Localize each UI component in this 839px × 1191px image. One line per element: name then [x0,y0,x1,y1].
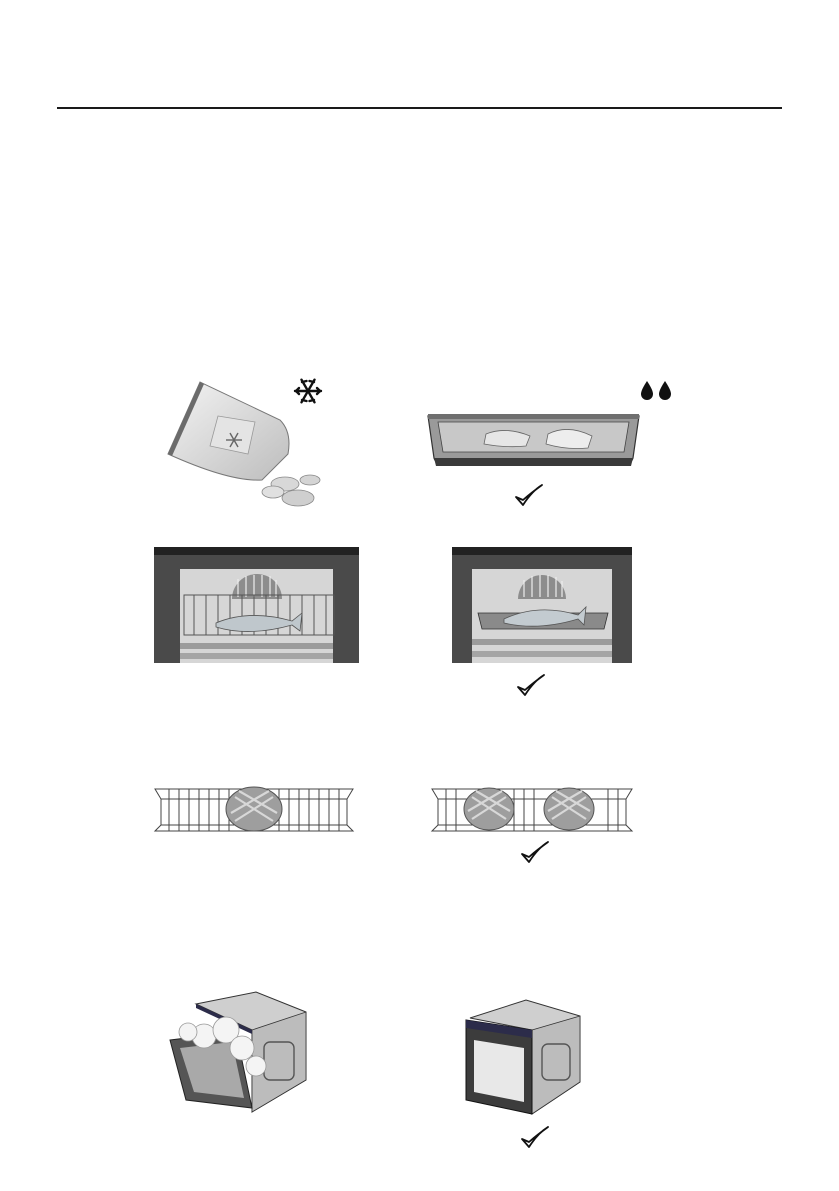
check-icon [516,673,546,699]
snowflake-icon [293,376,323,406]
check-icon [520,1125,550,1151]
wire-rack-one-bread [151,785,357,835]
baking-tray-illustration [426,412,641,470]
check-icon [514,483,544,509]
water-drops-icon [639,380,673,402]
header-rule [57,107,782,109]
oven-interior-fish-on-rack [154,547,359,663]
wire-rack-two-breads [428,785,636,835]
oven-interior-fish-in-tray [452,547,632,663]
check-icon [520,840,550,866]
oven-door-closed [464,996,584,1118]
oven-door-open-steam [166,990,311,1115]
